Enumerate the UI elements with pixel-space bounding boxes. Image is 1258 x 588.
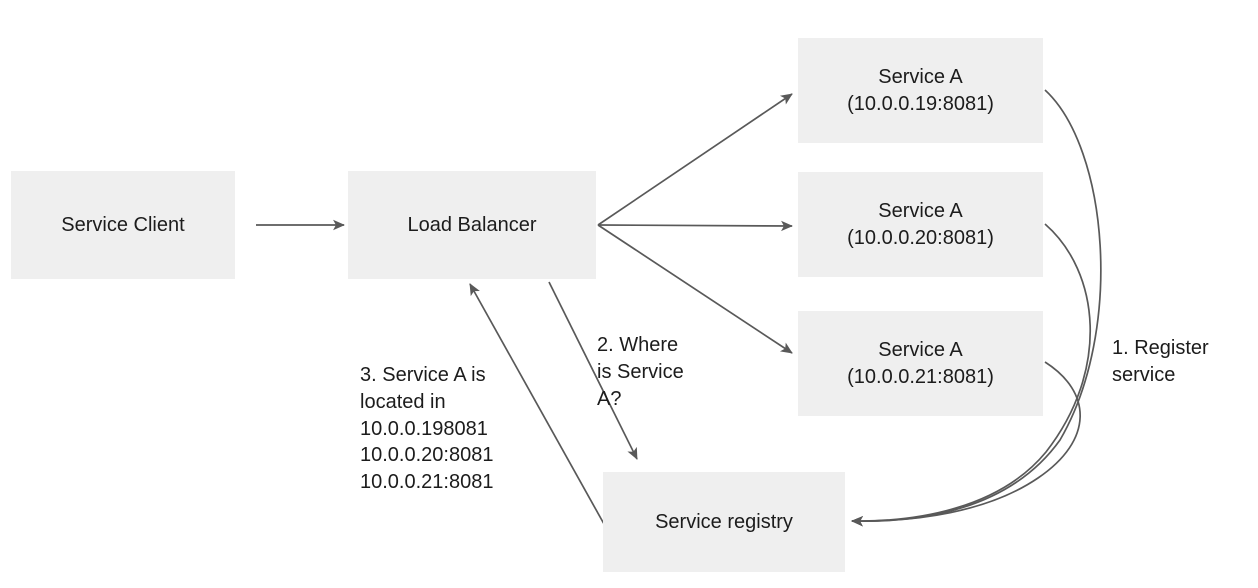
node-load-balancer[interactable]: Load Balancer [348,171,596,279]
node-service-a-1[interactable]: Service A (10.0.0.19:8081) [798,38,1043,143]
node-service-a-2-name: Service A [878,200,963,223]
node-service-a-2-address: (10.0.0.20:8081) [847,226,994,249]
node-service-a-3-address: (10.0.0.21:8081) [847,365,994,388]
edge-load-balancer-to-service-a-2 [597,220,793,232]
node-service-a-1-name: Service A [878,66,963,89]
node-service-client[interactable]: Service Client [11,171,235,279]
node-service-registry-label: Service registry [655,510,793,533]
node-load-balancer-label: Load Balancer [407,213,537,236]
label-register-service: 1. Register service [1112,337,1209,386]
node-service-registry[interactable]: Service registry [603,472,845,572]
node-service-client-label: Service Client [61,213,185,236]
node-service-a-1-address: (10.0.0.19:8081) [847,92,994,115]
edge-service-a-1-to-service-registry [851,89,1102,527]
node-service-a-3-name: Service A [878,339,963,362]
label-service-a-located-in: 3. Service A is located in 10.0.0.198081… [360,364,494,494]
label-where-is-service-a: 2. Where is Service A? [597,334,684,410]
edge-load-balancer-to-service-a-1 [597,93,793,226]
node-service-a-3[interactable]: Service A (10.0.0.21:8081) [798,311,1043,416]
node-service-a-2[interactable]: Service A (10.0.0.20:8081) [798,172,1043,277]
